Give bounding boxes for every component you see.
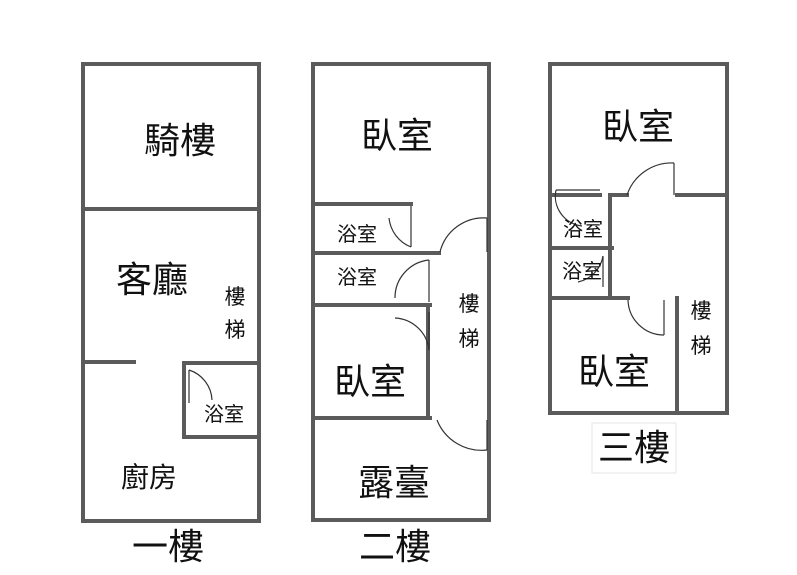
floor-1-bathroom-walls [182,361,261,439]
floor-1-plan [81,62,261,523]
floor-2-doors [388,206,488,451]
floor-2-plan [311,62,491,522]
floor-3-bedroom-bottom-label: 臥室 [578,352,650,393]
floor-2-stairs-label-bottom: 梯 [459,327,480,351]
floor-1-stairs-label-top: 樓 [225,285,246,309]
floor-1-arcade-label: 騎樓 [144,121,216,162]
floor-1-caption: 一樓 [132,527,204,568]
floor-2-caption: 二樓 [359,527,431,568]
floor-3-caption-frame [591,422,677,474]
floor-3-bedroom-top-label: 臥室 [602,107,674,148]
floor-3-outer-wall [548,62,729,415]
floor-3-doors [554,162,675,336]
floor-1-living-room-label: 客廳 [116,260,188,301]
floor-3-stairs-label-top: 樓 [691,299,712,323]
floor-3-stairs-label-bottom: 梯 [691,334,712,358]
floor-3-plan [548,62,729,415]
floor-1-outer-wall [81,62,261,523]
floor-2-bedroom-top-label: 臥室 [361,116,433,157]
floor-1-stairs-label-bottom: 梯 [225,318,246,342]
floor-2-bathroom-1-label: 浴室 [337,222,377,246]
floor-2-outer-wall [311,62,491,522]
floor-1-bathroom-label: 浴室 [204,402,244,426]
floor-2-terrace-label: 露臺 [358,463,430,504]
floor-1-kitchen-label: 廚房 [121,461,177,494]
floor-3-caption: 三樓 [598,428,670,469]
floor-2-stairs-label-top: 樓 [459,292,480,316]
floor-3-bathroom-2-label: 浴室 [562,259,602,283]
floor-2-bedroom-bottom-label: 臥室 [334,362,406,403]
floor-1-bathroom-door [188,369,213,403]
floor-3-bathroom-1-label: 浴室 [563,217,603,241]
floor-2-bathroom-2-label: 浴室 [337,265,377,289]
